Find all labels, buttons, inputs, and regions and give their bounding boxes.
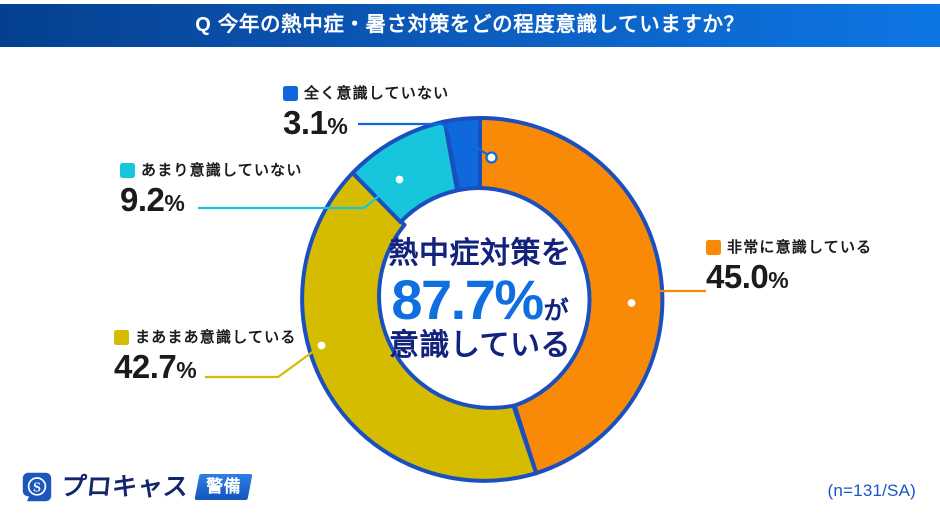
callout-somewhat-label: まあまあ意識している [135,329,297,346]
logo-wordmark: プロキャス [59,472,191,501]
page-title: Q 今年の熱中症・暑さ対策をどの程度意識していますか？ [195,15,744,36]
segment-somewhat[interactable] [300,170,539,483]
callout-not-much-head: あまり意識していない [120,163,303,178]
logo-s-mark-icon: S [22,472,52,502]
logo-badge: 警備 [193,474,253,500]
callout-somewhat-head: まあまあ意識している [114,330,297,345]
segment-very[interactable] [478,115,665,476]
callout-not-at-all-value: 3.1% [283,104,449,141]
leader-line-not-much [198,173,406,210]
callout-somewhat-unit: % [176,357,197,383]
callout-not-much-label: あまり意識していない [141,162,303,179]
callout-very-label: 非常に意識している [727,239,873,256]
callout-very-unit: % [768,267,789,293]
callout-not-much[interactable]: あまり意識していない 9.2% [120,163,303,218]
sample-size-note: (n=131/SA) [827,481,916,500]
callout-not-at-all[interactable]: 全く意識していない 3.1% [283,86,449,141]
callout-very-value: 45.0% [706,258,872,295]
callout-somewhat[interactable]: まあまあ意識している 42.7% [114,330,297,385]
callout-somewhat-value: 42.7% [114,348,297,385]
question-text: 今年の熱中症・暑さ対策をどの程度意識していますか？ [217,13,745,37]
legend-swatch-not-at-all [283,86,298,101]
callout-not-at-all-head: 全く意識していない [283,86,449,101]
legend-swatch-not-much [120,163,135,178]
callout-not-at-all-unit: % [327,113,348,139]
legend-swatch-very [706,240,721,255]
callout-not-at-all-number: 3.1 [283,104,328,141]
callout-somewhat-number: 42.7 [114,348,177,385]
header-bar: Q 今年の熱中症・暑さ対策をどの程度意識していますか？ [0,4,940,47]
legend-swatch-somewhat [114,330,129,345]
brand-logo[interactable]: S プロキャス 警備 [22,472,253,502]
logo-badge-text: 警備 [205,477,241,496]
leader-line-somewhat [205,339,328,379]
callout-not-at-all-label: 全く意識していない [304,85,450,102]
callout-very[interactable]: 非常に意識している 45.0% [706,240,872,295]
svg-text:S: S [33,480,41,495]
callout-not-much-number: 9.2 [120,181,165,218]
segment-not-at-all[interactable] [442,116,482,193]
callout-not-much-value: 9.2% [120,181,303,218]
callout-very-number: 45.0 [706,258,769,295]
leader-line-very [625,289,706,310]
leader-line-not-at-all [358,122,498,164]
callout-very-head: 非常に意識している [706,240,872,255]
callout-not-much-unit: % [164,190,185,216]
question-marker: Q [195,14,211,37]
